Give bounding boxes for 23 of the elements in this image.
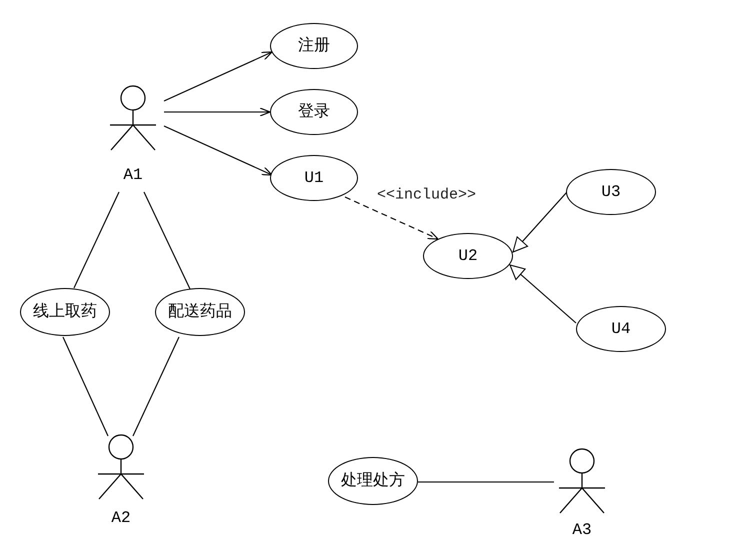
use-case-ellipse: 登录 (270, 89, 358, 135)
use-case-ellipse: U4 (576, 306, 666, 352)
association-line (144, 192, 190, 290)
use-case-ellipse: 配送药品 (155, 288, 245, 336)
actor-name: A2 (111, 509, 131, 527)
generalization-arrow (510, 264, 576, 324)
association-line (418, 481, 554, 483)
dashed-arrow (344, 196, 439, 240)
use-case-ellipse: U2 (423, 233, 513, 279)
use-case-ellipse: U1 (270, 155, 358, 201)
generalization-arrow (512, 192, 568, 252)
use-case-ellipse: U3 (566, 169, 656, 215)
actor-name: A1 (123, 166, 143, 184)
use-case-ellipse: 注册 (270, 23, 358, 69)
use-case-ellipse: 线上取药 (20, 288, 110, 336)
association-line (132, 336, 180, 436)
arrow (164, 126, 273, 176)
association-line (62, 336, 108, 436)
arrow (164, 51, 273, 102)
arrow (164, 107, 271, 117)
association-line (74, 192, 120, 288)
use-case-ellipse: 处理处方 (328, 457, 418, 505)
actor-name: A3 (572, 521, 592, 539)
